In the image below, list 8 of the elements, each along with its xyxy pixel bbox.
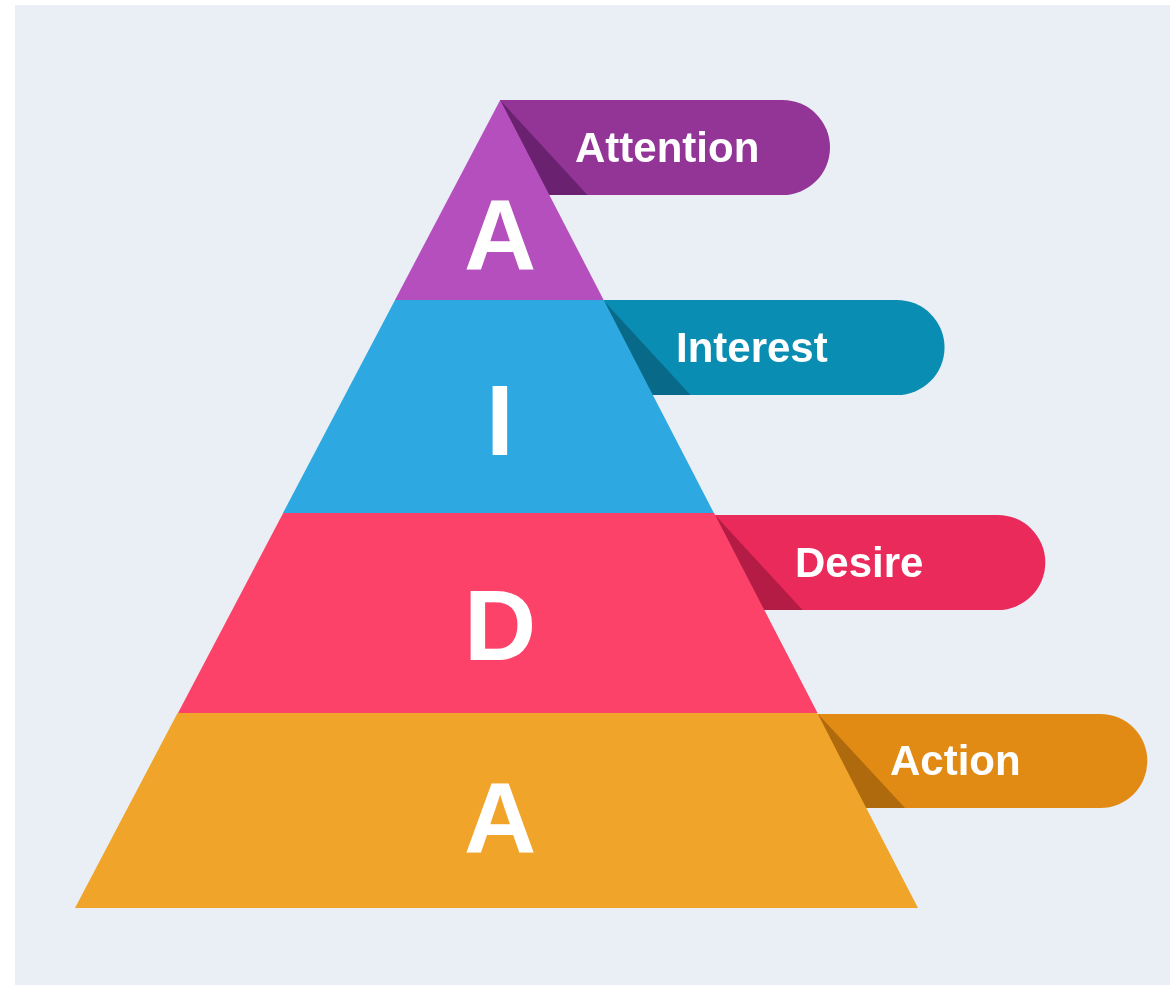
layer-letter: A: [463, 185, 537, 285]
layer-letter: D: [463, 575, 537, 675]
tab-label: Desire: [795, 541, 924, 584]
layer-letter: I: [486, 370, 514, 470]
tab-label: Attention: [575, 126, 760, 169]
tab-label: Action: [890, 740, 1021, 782]
layer-letter: A: [463, 768, 537, 868]
tab-label: Interest: [676, 326, 828, 369]
